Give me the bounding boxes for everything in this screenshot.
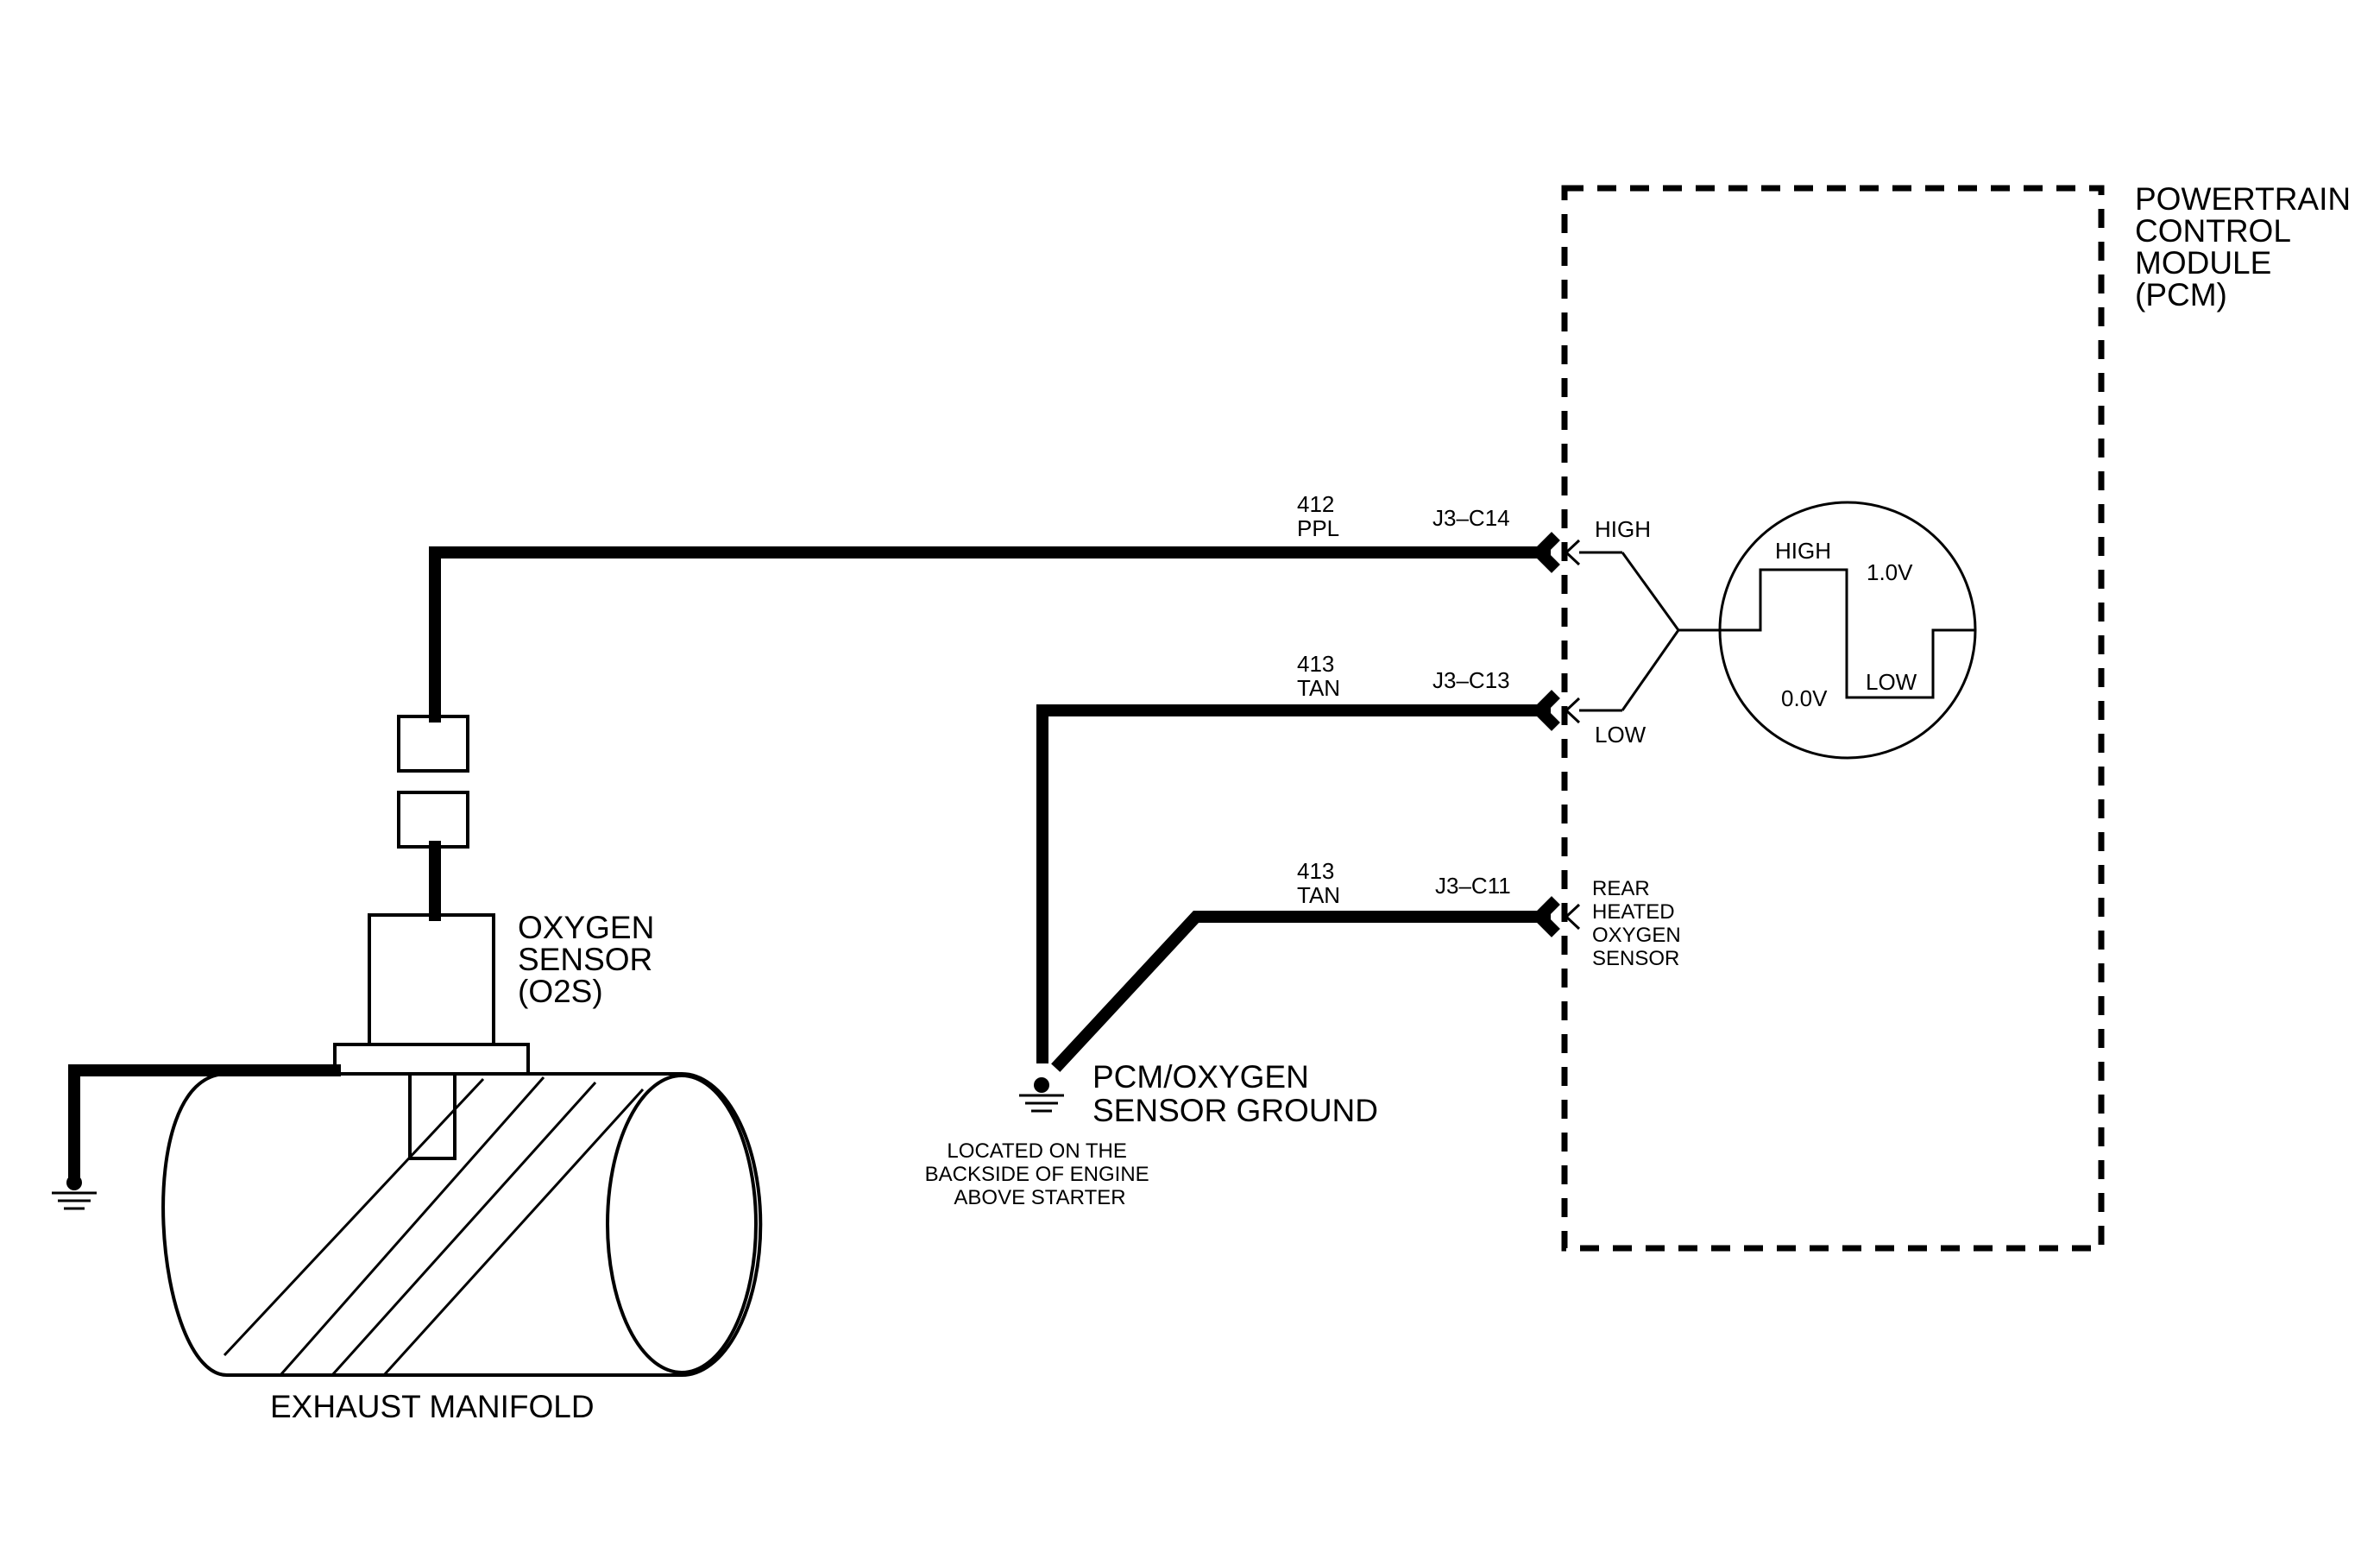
exhaust-manifold-end bbox=[606, 1074, 758, 1374]
wire-413-color: TAN bbox=[1297, 675, 1340, 701]
terminal-c14-chevron bbox=[1564, 539, 1581, 566]
terminal-rear-ho2s-label: REAR HEATED OXYGEN SENSOR bbox=[1592, 877, 1686, 970]
waveform-low-label: LOW bbox=[1866, 669, 1917, 695]
pcm-box bbox=[1561, 185, 2105, 1252]
manifold-ground-dot bbox=[66, 1175, 82, 1190]
wire-412-number: 412 bbox=[1297, 491, 1334, 517]
wire-413-tan-rear bbox=[1051, 911, 1551, 1072]
pin-j3-c13: J3–C13 bbox=[1432, 667, 1510, 693]
inline-connector-top bbox=[397, 715, 469, 773]
wire-413-number: 413 bbox=[1297, 651, 1334, 677]
waveform-high-label: HIGH bbox=[1775, 538, 1831, 564]
oxygen-sensor-body bbox=[368, 913, 495, 1046]
terminal-high-label: HIGH bbox=[1595, 516, 1651, 542]
exhaust-manifold-label: EXHAUST MANIFOLD bbox=[270, 1389, 595, 1424]
exhaust-manifold bbox=[161, 1072, 763, 1377]
oxygen-sensor-base bbox=[333, 1043, 530, 1076]
input-amplifier-symbol bbox=[1621, 552, 1680, 711]
wire-413-rear-color: TAN bbox=[1297, 882, 1340, 908]
connector-c11 bbox=[1531, 896, 1560, 937]
terminal-c11-chevron bbox=[1564, 903, 1581, 931]
wire-413-tan-low bbox=[1036, 704, 1551, 1063]
pcm-ground-dot bbox=[1034, 1077, 1049, 1093]
pcm-ground-icon bbox=[1019, 1094, 1064, 1113]
terminal-c13-chevron bbox=[1564, 697, 1581, 724]
manifold-hatch-1 bbox=[223, 1077, 485, 1357]
pcm-ground-label: PCM/OXYGEN SENSOR GROUND bbox=[1092, 1059, 1378, 1128]
connector-c14 bbox=[1531, 532, 1560, 573]
waveform-low-voltage: 0.0V bbox=[1781, 685, 1828, 711]
manifold-hatch-2 bbox=[279, 1076, 545, 1376]
wire-413-rear-number: 413 bbox=[1297, 858, 1334, 884]
manifold-hatch-4 bbox=[382, 1088, 645, 1377]
manifold-ground-icon bbox=[52, 1191, 97, 1210]
connector-c13 bbox=[1531, 690, 1560, 731]
signal-waveform bbox=[1720, 568, 1976, 699]
manifold-ground-wire bbox=[68, 1064, 341, 1183]
terminal-low-label: LOW bbox=[1595, 722, 1646, 748]
manifold-hatch-3 bbox=[331, 1081, 597, 1377]
oxygen-sensor-label: OXYGEN SENSOR (O2S) bbox=[518, 910, 664, 1009]
inline-connector-bottom bbox=[397, 791, 469, 849]
pcm-title: POWERTRAIN CONTROL MODULE (PCM) bbox=[2135, 181, 2359, 312]
ground-location-note: LOCATED ON THE BACKSIDE OF ENGINE ABOVE … bbox=[925, 1139, 1155, 1209]
pin-j3-c14: J3–C14 bbox=[1432, 505, 1510, 531]
wire-412-color: PPL bbox=[1297, 515, 1339, 541]
waveform-high-voltage: 1.0V bbox=[1867, 559, 1913, 585]
pin-j3-c11: J3–C11 bbox=[1435, 873, 1511, 899]
wire-412-ppl bbox=[429, 546, 1551, 723]
